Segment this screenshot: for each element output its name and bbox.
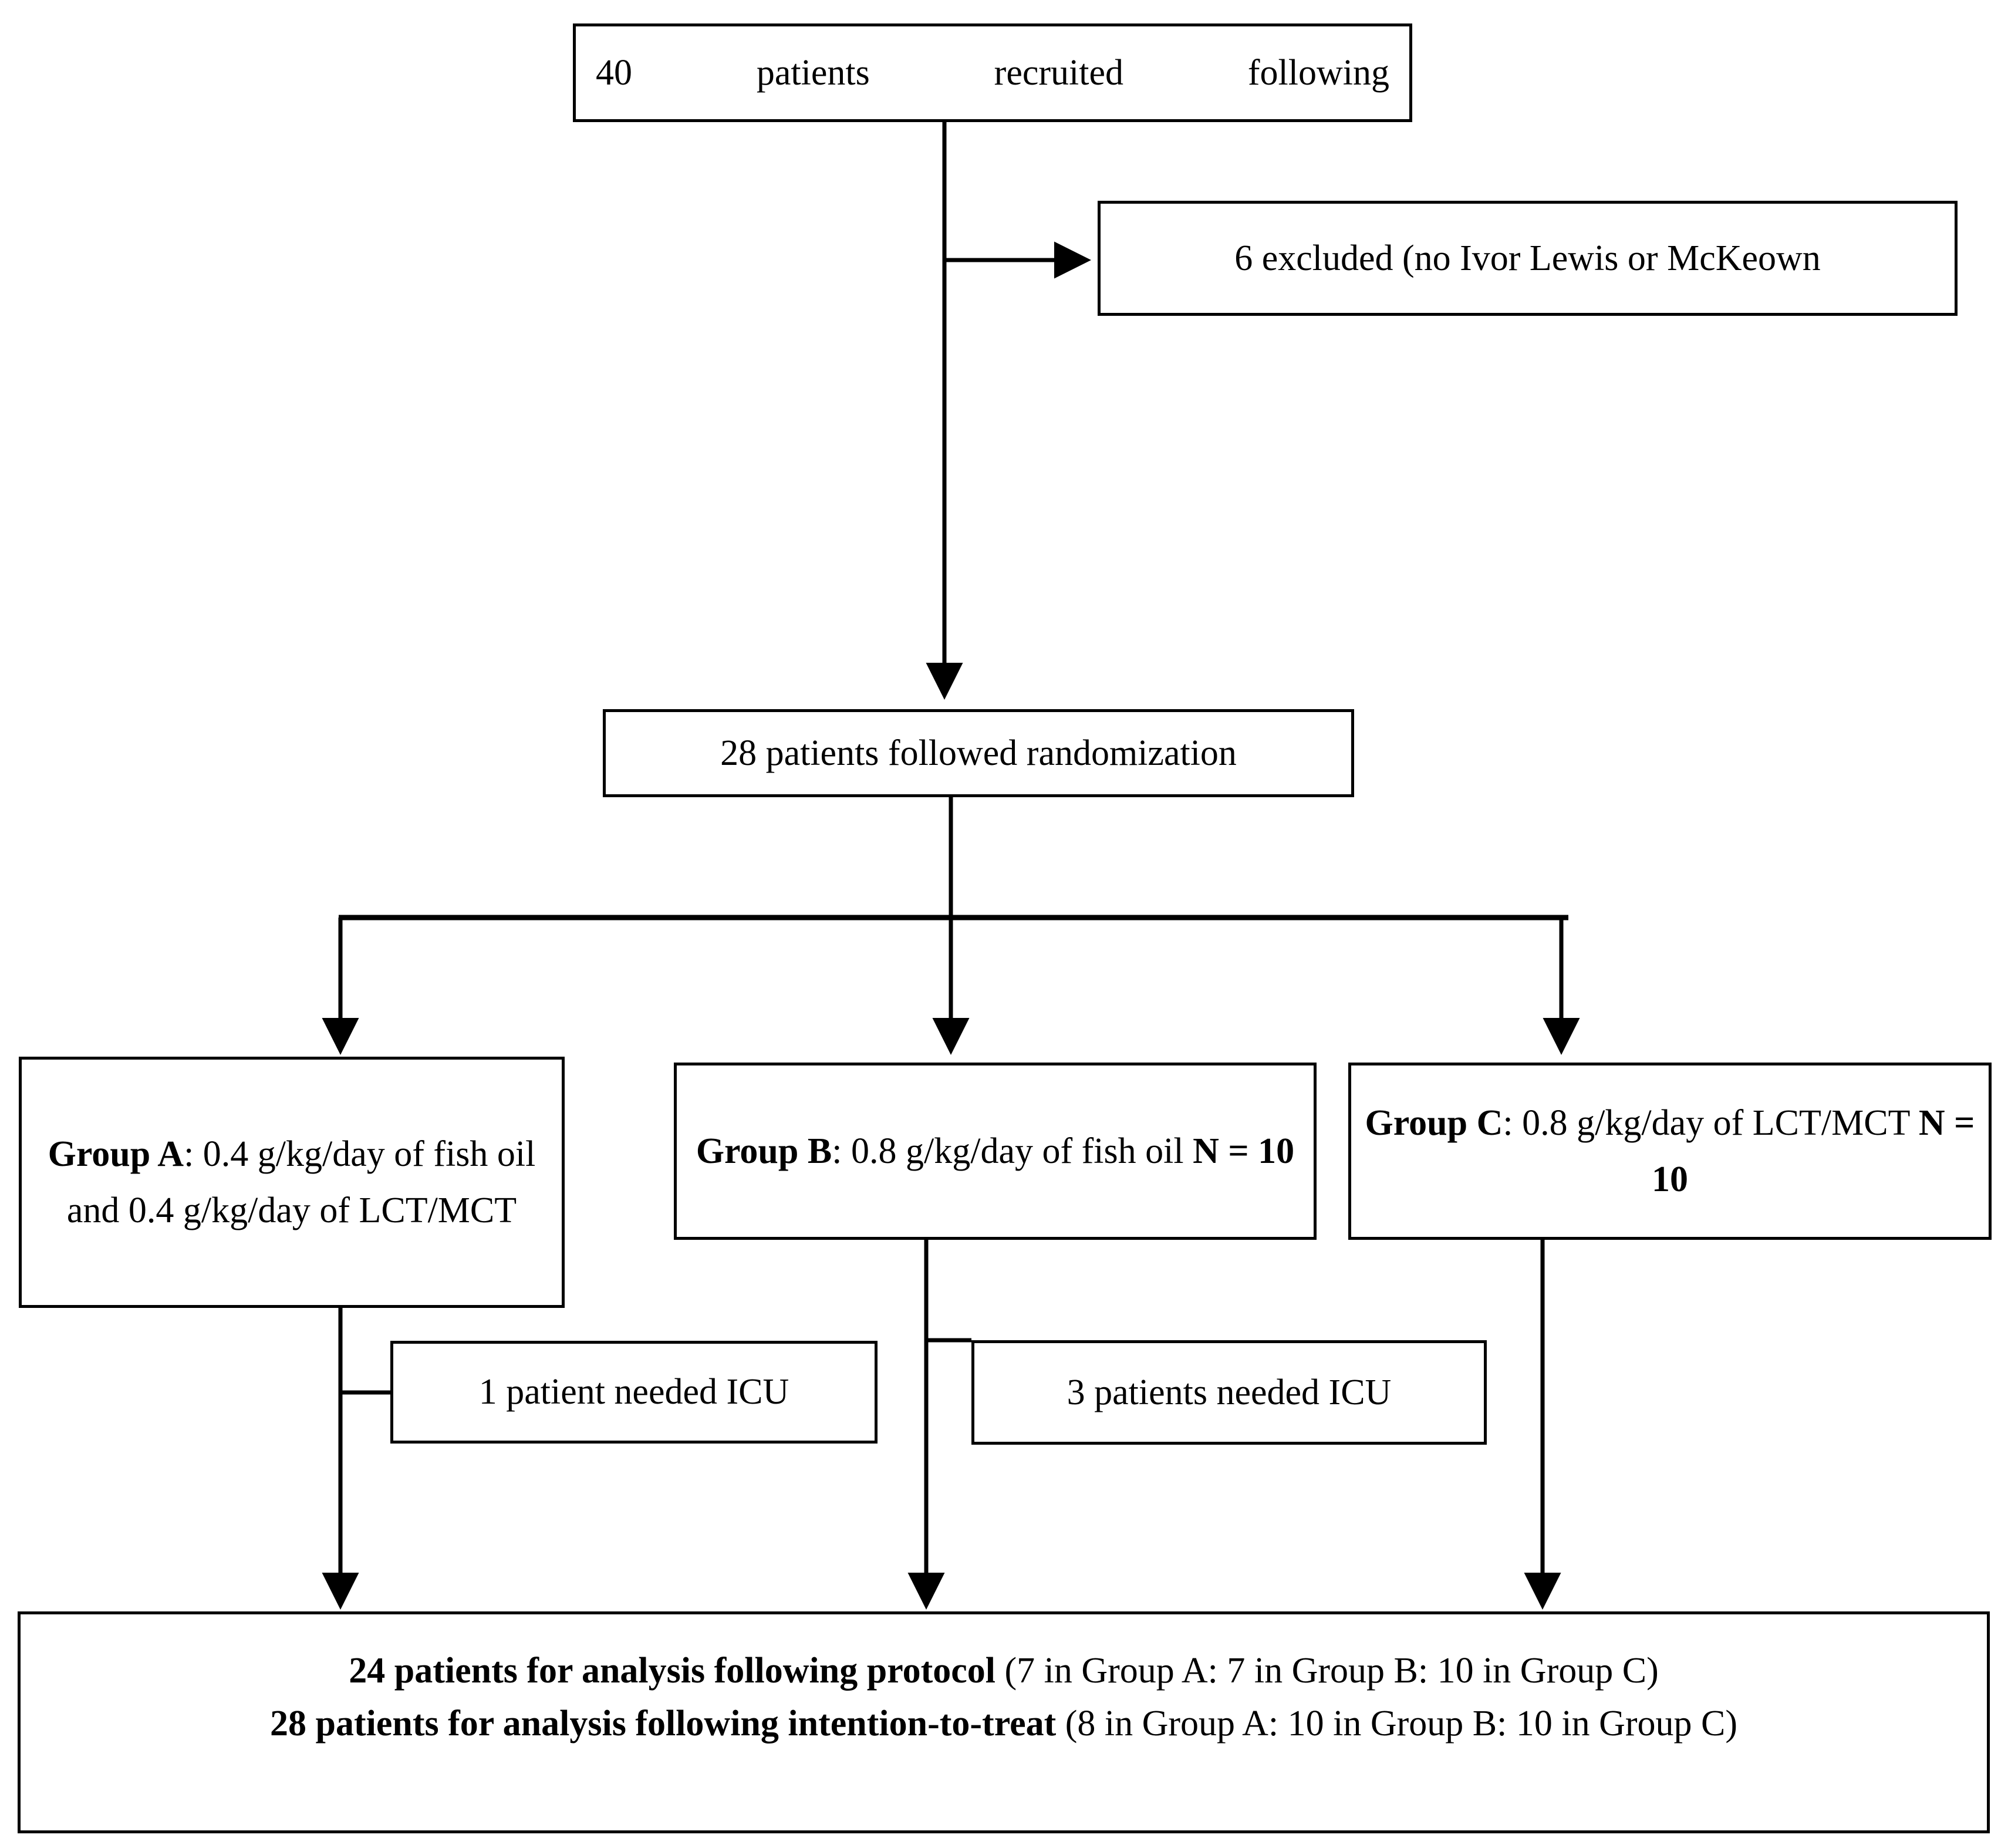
node-summary-line-1-bold: 24 patients for analysis following proto… [349,1651,995,1691]
node-summary-line-2: 28 patients for analysis following inten… [33,1698,1974,1751]
node-group-c-detail: : 0.8 g/kg/day of LCT/MCT [1503,1102,1919,1143]
node-group-b-name: Group B [696,1131,832,1171]
node-summary: 24 patients for analysis following proto… [18,1611,1990,1833]
node-summary-line-1: 24 patients for analysis following proto… [33,1645,1974,1698]
node-excluded: 6 excluded (no Ivor Lewis or McKeown [1098,201,1958,316]
node-recruited-label: 40 patients recruited following [596,52,1389,93]
node-icu-b-label: 3 patients needed ICU [1067,1372,1392,1412]
node-group-a-name: Group A [48,1134,184,1174]
node-group-c-n: N = 10 [1652,1102,1975,1199]
node-group-b-label: Group B: 0.8 g/kg/day of fish oil N = 10 [677,1123,1314,1179]
node-randomized-label: 28 patients followed randomization [720,733,1237,773]
node-recruited: 40 patients recruited following [573,23,1412,122]
node-group-c-name: Group C [1365,1102,1503,1143]
node-summary-line-2-rest: (8 in Group A: 10 in Group B: 10 in Grou… [1056,1703,1738,1744]
node-group-c-label: Group C: 0.8 g/kg/day of LCT/MCT N = 10 [1351,1095,1989,1208]
node-group-a-detail: : 0.4 g/kg/day of fish oil and 0.4 g/kg/… [66,1134,536,1230]
node-excluded-label: 6 excluded (no Ivor Lewis or McKeown [1234,238,1821,278]
node-randomized: 28 patients followed randomization [603,709,1354,797]
node-group-a: Group A: 0.4 g/kg/day of fish oil and 0.… [19,1057,565,1308]
node-summary-line-2-bold: 28 patients for analysis following inten… [269,1703,1057,1744]
node-summary-line-1-rest: (7 in Group A: 7 in Group B: 10 in Group… [995,1651,1659,1691]
node-group-a-label: Group A: 0.4 g/kg/day of fish oil and 0.… [22,1126,562,1239]
node-group-b: Group B: 0.8 g/kg/day of fish oil N = 10 [674,1063,1317,1240]
node-icu-a-label: 1 patient needed ICU [478,1372,789,1412]
node-icu-b: 3 patients needed ICU [971,1340,1487,1445]
node-group-b-n: N = 10 [1193,1131,1295,1171]
node-icu-a: 1 patient needed ICU [390,1341,878,1444]
node-group-c: Group C: 0.8 g/kg/day of LCT/MCT N = 10 [1348,1063,1992,1240]
node-group-b-detail: : 0.8 g/kg/day of fish oil [832,1131,1193,1171]
